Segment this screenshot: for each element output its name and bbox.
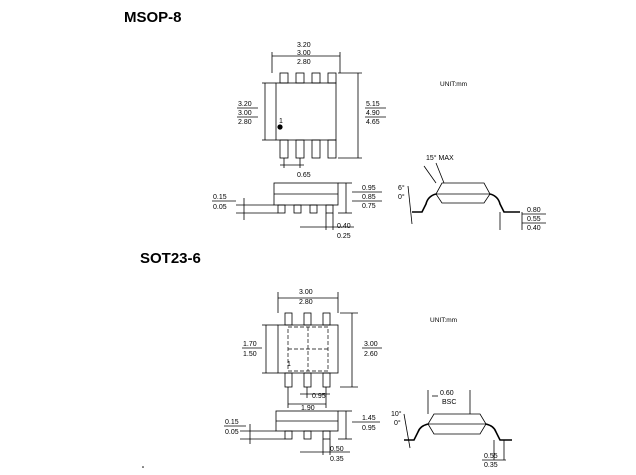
sot236-unit: UNIT:mm xyxy=(430,317,457,324)
msop8-unit: UNIT:mm xyxy=(440,81,467,88)
sot236-foot-min: 0.35 xyxy=(484,462,498,469)
msop8-bodyw-max: 3.20 xyxy=(238,101,252,108)
sot236-standoff-min: 0.05 xyxy=(225,429,239,436)
msop8-thick-min: 0.75 xyxy=(362,203,376,210)
sot236-topw-min: 2.80 xyxy=(299,299,313,306)
sot236-totalw-max: 3.00 xyxy=(364,341,378,348)
msop8-height-min: 4.65 xyxy=(366,119,380,126)
msop8-topw-max: 3.20 xyxy=(297,42,311,49)
sot236-lead-pitch-bsc: BSC xyxy=(442,399,456,406)
msop8-foot-nom: 0.55 xyxy=(527,216,541,223)
sot236-title: SOT23-6 xyxy=(140,250,201,267)
sot236-thick-min: 0.95 xyxy=(362,425,376,432)
msop8-height-max: 5.15 xyxy=(366,101,380,108)
msop8-pin1-label: 1 xyxy=(279,118,283,125)
sot236-topw-max: 3.00 xyxy=(299,289,313,296)
msop8-profile-view xyxy=(412,182,520,213)
sot236-leadw-max: 0.50 xyxy=(330,446,344,453)
msop8-body-outline xyxy=(275,82,337,141)
msop8-topw-min: 2.80 xyxy=(297,59,311,66)
msop8-foot-max: 0.80 xyxy=(527,207,541,214)
msop8-leadw-max: 0.40 xyxy=(337,223,351,230)
msop8-thick-max: 0.95 xyxy=(362,185,376,192)
msop8-topw-nom: 3.00 xyxy=(297,50,311,57)
msop8-lead-angle-max: 6° xyxy=(398,184,405,192)
sot236-leadw-min: 0.35 xyxy=(330,456,344,463)
msop8-bodyw-nom: 3.00 xyxy=(238,110,252,117)
sot236-bodyw-max: 1.70 xyxy=(243,341,257,348)
msop8-standoff-min: 0.05 xyxy=(213,204,227,211)
sot236-span: 1.90 xyxy=(301,405,315,412)
msop8-leadw-min: 0.25 xyxy=(337,233,351,240)
sot236-totalw-min: 2.60 xyxy=(364,351,378,358)
msop8-bodyw-min: 2.80 xyxy=(238,119,252,126)
pin1-marker xyxy=(277,124,283,130)
sot236-foot-max: 0.55 xyxy=(484,453,498,460)
msop8-top-view: 1 xyxy=(275,72,337,159)
msop8-side-view xyxy=(273,182,339,214)
sot236-profile-view xyxy=(404,413,512,441)
msop8-title: MSOP-8 xyxy=(124,9,182,26)
msop8-standoff-max: 0.15 xyxy=(213,194,227,201)
msop8-mold-angle: 15° MAX xyxy=(426,154,454,162)
sot236-side-view xyxy=(275,410,339,440)
sot236-standoff-max: 0.15 xyxy=(225,419,239,426)
sot236-bodyw-min: 1.50 xyxy=(243,351,257,358)
msop8-thick-nom: 0.85 xyxy=(362,194,376,201)
msop8-pitch: 0.65 xyxy=(297,172,311,179)
msop8-foot-min: 0.40 xyxy=(527,225,541,232)
sot236-lead-angle-min: 0° xyxy=(394,419,401,427)
sot236-lead-pitch-val: 0.60 xyxy=(440,390,454,397)
sot236-thick-max: 1.45 xyxy=(362,415,376,422)
sot236-top-view: 1 xyxy=(277,312,339,388)
sot236-pin1-label: 1 xyxy=(287,361,291,368)
msop8-height-nom: 4.90 xyxy=(366,110,380,117)
sot236-lead-angle-max: 10° xyxy=(391,410,402,418)
sot236-pitch: 0.95 xyxy=(312,393,326,400)
msop8-lead-angle-min: 0° xyxy=(398,193,405,201)
